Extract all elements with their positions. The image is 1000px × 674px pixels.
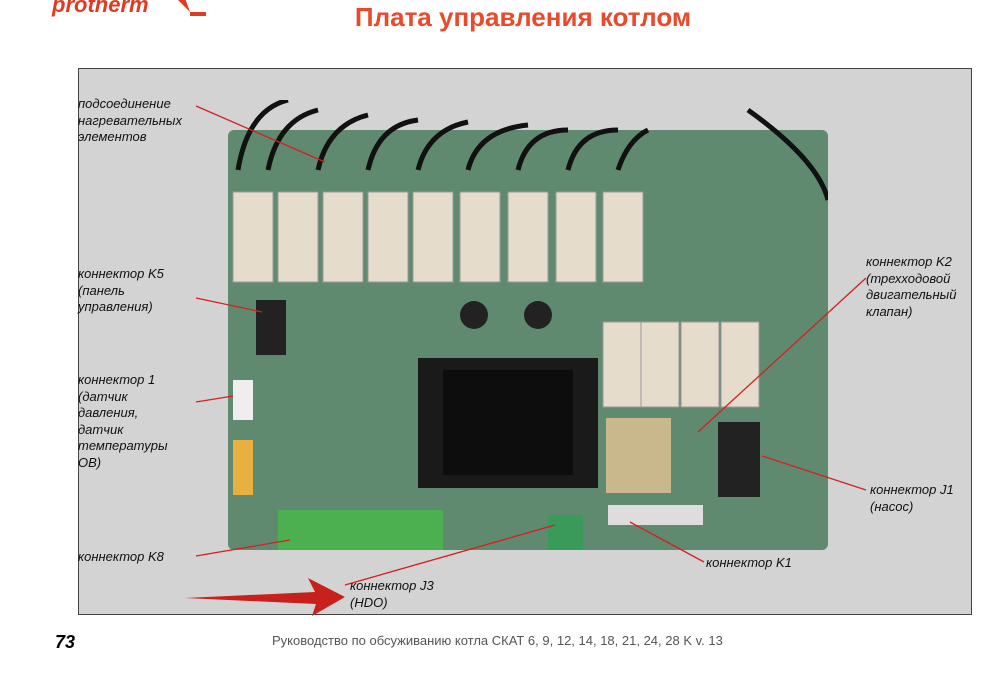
label-connector-1: коннектор 1 (датчик давления, датчик тем… (78, 372, 168, 470)
logo-text: protherm (52, 0, 149, 17)
page-title: Плата управления котлом (354, 2, 692, 32)
control-board-photo (228, 100, 828, 550)
label-connector-j3: коннектор J3 (HDO) (350, 578, 434, 610)
label-connector-k8: коннектор K8 (78, 549, 164, 564)
footer-text: Руководство по обсуживанию котла СКАТ 6,… (272, 633, 723, 648)
label-connector-k5: коннектор K5 (панель управления) (78, 266, 164, 314)
page-number: 73 (55, 632, 76, 652)
protherm-logo (178, 0, 206, 16)
label-connector-k2: коннектор K2 (трехходовой двигательный к… (866, 254, 957, 319)
label-connector-k1: коннектор K1 (706, 555, 792, 570)
label-heating-elements: подсоединение нагревательных элементов (78, 96, 182, 144)
label-connector-j1: коннектор J1 (насос) (870, 482, 954, 514)
